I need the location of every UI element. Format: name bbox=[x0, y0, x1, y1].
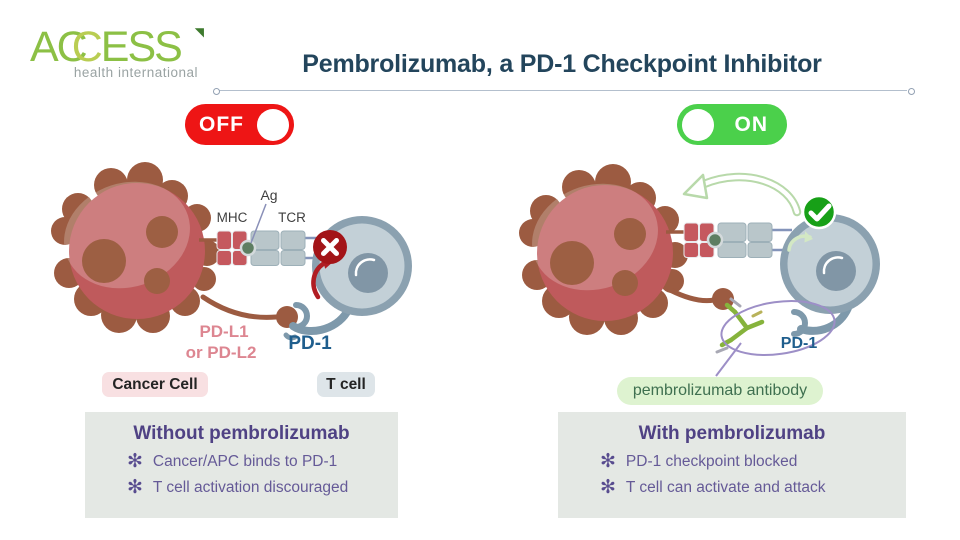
bullet-row: ✻ T cell can activate and attack bbox=[600, 478, 906, 497]
pd1-label-left: PD-1 bbox=[288, 333, 332, 354]
antibody-badge: pembrolizumab antibody bbox=[617, 377, 823, 405]
mhc-tcr-complex-right bbox=[664, 221, 794, 260]
bullet-row: ✻ T cell activation discouraged bbox=[127, 478, 398, 497]
x-icon bbox=[313, 230, 347, 264]
logo-leaf-icon: ◥ bbox=[194, 25, 204, 39]
asterisk-bullet-icon: ✻ bbox=[600, 477, 616, 498]
toggle-on-label: ON bbox=[734, 112, 768, 136]
pd1-receptor-left bbox=[283, 302, 351, 341]
pd1-pathway-on-toggle[interactable]: ON bbox=[677, 104, 787, 145]
info-box-with: With pembrolizumab ✻ PD-1 checkpoint blo… bbox=[558, 412, 906, 518]
bullet-text: T cell can activate and attack bbox=[625, 478, 826, 496]
bullet-text: Cancer/APC binds to PD-1 bbox=[152, 452, 338, 470]
pdl1-ligand-right bbox=[667, 287, 734, 310]
toggle-off-label: OFF bbox=[199, 112, 244, 136]
divider-left-dot bbox=[213, 87, 220, 95]
t-cell-right bbox=[778, 212, 882, 316]
bullet-text: T cell activation discouraged bbox=[152, 478, 349, 496]
antibody-pointer-line bbox=[715, 342, 742, 377]
activation-arrow-icon bbox=[787, 231, 813, 252]
bullet-row: ✻ PD-1 checkpoint blocked bbox=[600, 452, 906, 471]
attack-arrow-icon bbox=[682, 172, 802, 217]
antibody-ellipse bbox=[720, 300, 836, 356]
pd1-pathway-off-toggle[interactable]: OFF bbox=[185, 104, 294, 145]
logo-part3: ESS bbox=[100, 23, 183, 71]
toggle-on-knob bbox=[682, 108, 714, 141]
toggle-off-knob bbox=[257, 108, 289, 141]
check-icon bbox=[801, 194, 837, 230]
tcr-label: TCR bbox=[278, 210, 306, 225]
ag-pointer-line bbox=[250, 203, 267, 244]
bullet-row: ✻ Cancer/APC binds to PD-1 bbox=[127, 452, 398, 471]
pd1-label-right: PD-1 bbox=[781, 335, 818, 352]
pd1-receptor-right bbox=[791, 304, 852, 337]
divider-right-dot bbox=[908, 87, 915, 95]
asterisk-bullet-icon: ✻ bbox=[600, 451, 616, 472]
asterisk-bullet-icon: ✻ bbox=[127, 477, 143, 498]
pdl1-label-line1: PD-L1 bbox=[199, 322, 248, 341]
asterisk-bullet-icon: ✻ bbox=[127, 451, 143, 472]
info-box-without: Without pembrolizumab ✻ Cancer/APC binds… bbox=[85, 412, 398, 518]
cancer-cell-badge: Cancer Cell bbox=[102, 372, 208, 397]
logo: ACCESS ◥ health international bbox=[30, 26, 204, 81]
logo-wordmark: ACCESS bbox=[30, 26, 200, 69]
logo-part2: C bbox=[71, 23, 103, 71]
page-title: Pembrolizumab, a PD-1 Checkpoint Inhibit… bbox=[302, 50, 822, 78]
info-box-with-title: With pembrolizumab bbox=[638, 423, 826, 444]
ag-label: Ag bbox=[260, 187, 277, 203]
info-box-without-title: Without pembrolizumab bbox=[133, 423, 350, 444]
logo-part1: AC bbox=[30, 23, 88, 71]
title-divider bbox=[219, 90, 907, 91]
mhc-tcr-complex-left bbox=[197, 229, 327, 268]
cancer-cell-left bbox=[50, 162, 220, 333]
bullet-text: PD-1 checkpoint blocked bbox=[625, 452, 798, 470]
t-cell-badge: T cell bbox=[317, 372, 375, 397]
cancer-cell-right bbox=[518, 164, 688, 335]
pdl1-label-line2: or PD-L2 bbox=[186, 343, 257, 362]
mhc-label: MHC bbox=[217, 210, 248, 225]
logo-tagline: health international bbox=[73, 65, 198, 80]
